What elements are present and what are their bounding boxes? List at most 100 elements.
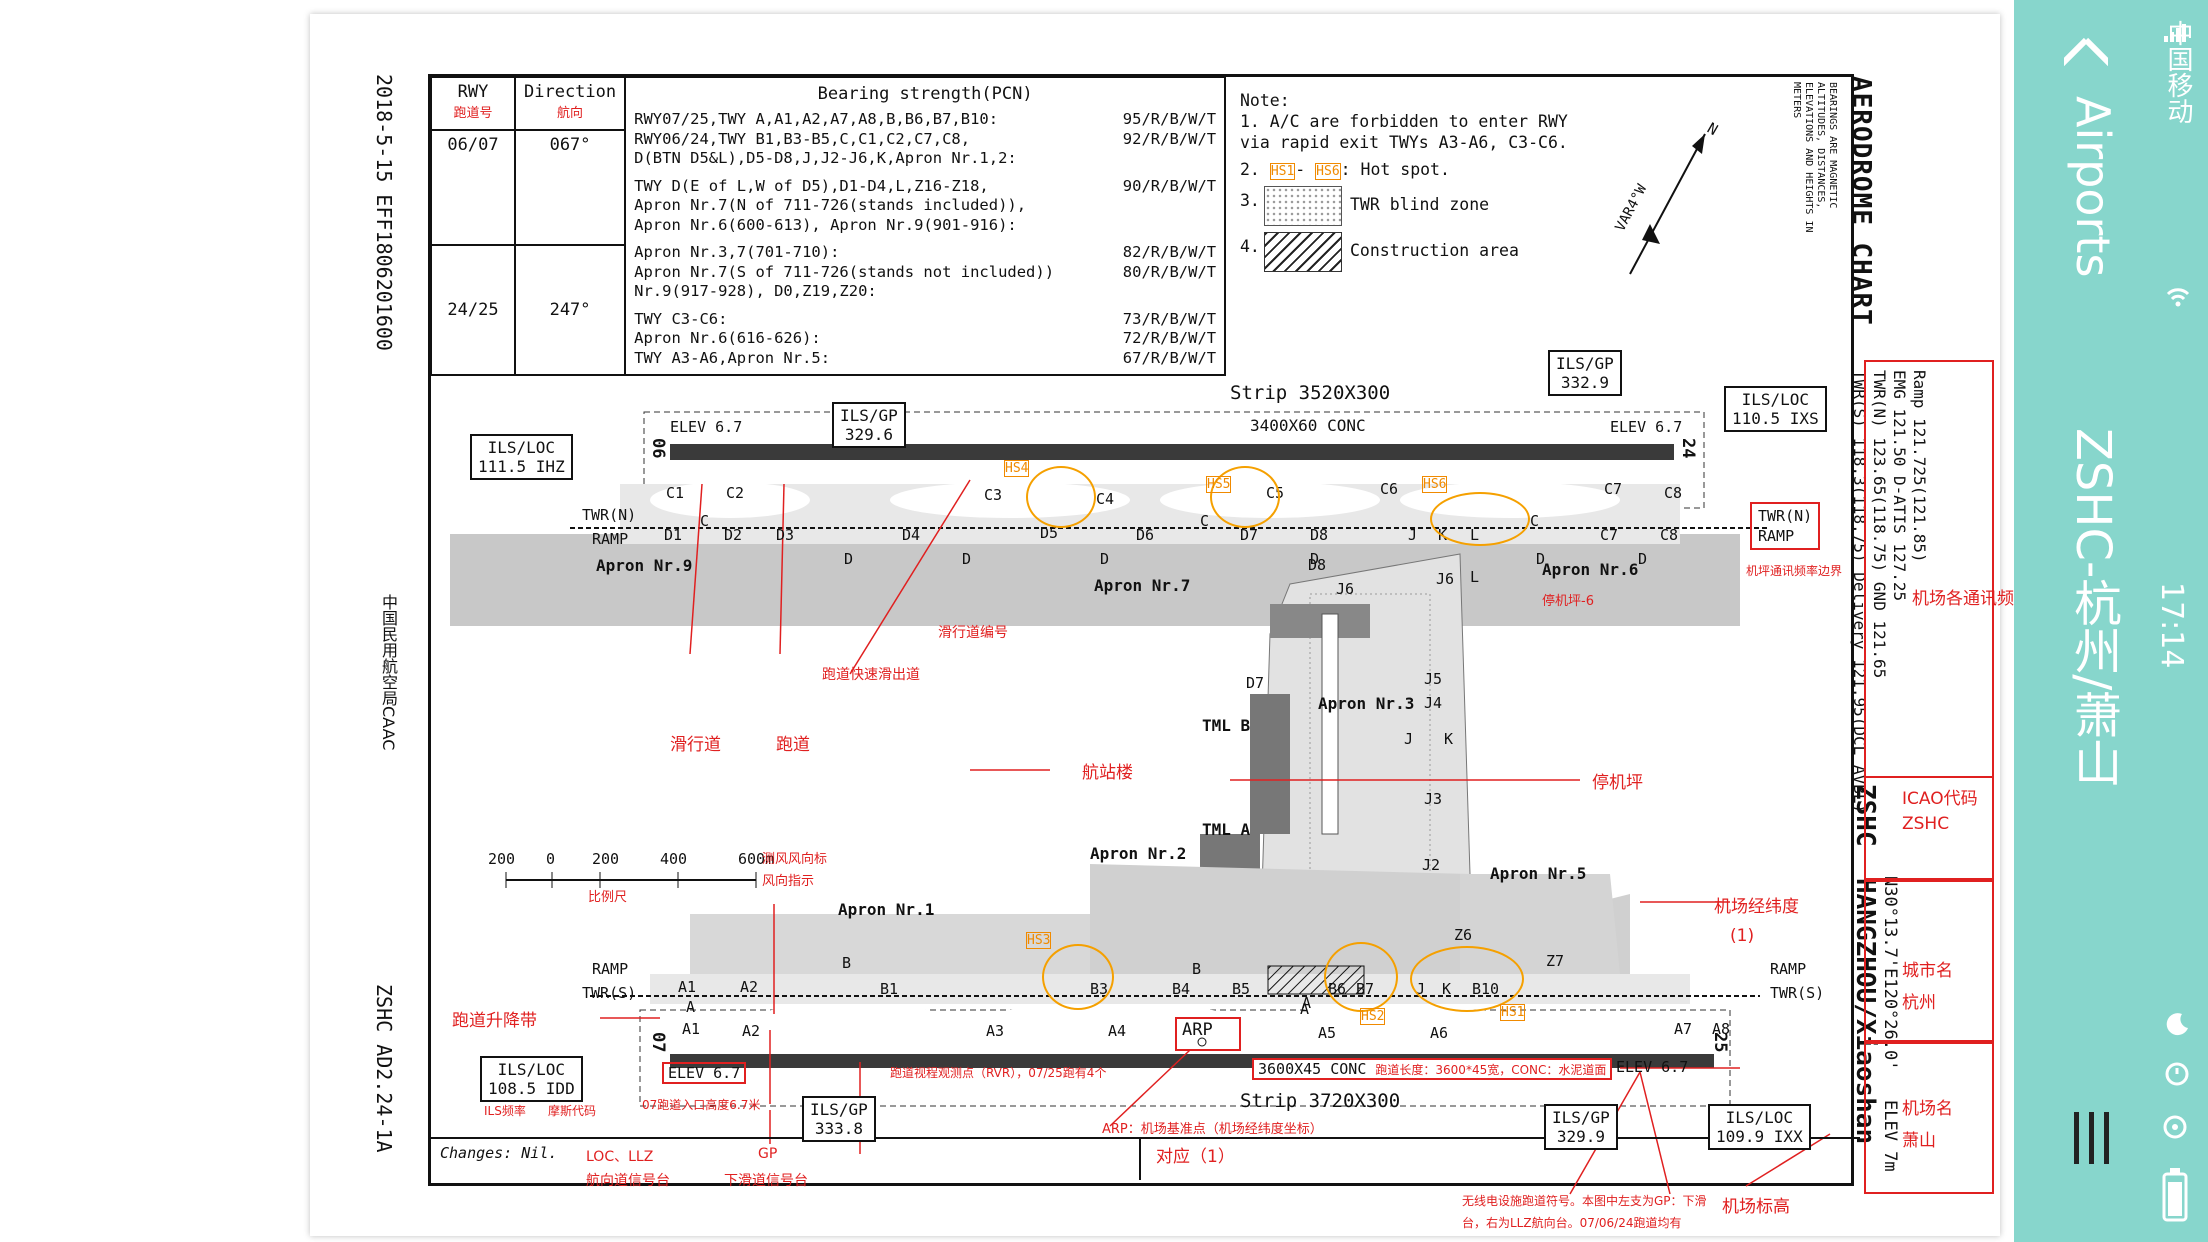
scale-label: 比例尺	[588, 890, 628, 905]
freq-ramp: Ramp 121.725(121.85)	[1910, 370, 1929, 563]
chart-doc-id: ZSHC AD2.24-1A	[372, 984, 396, 1153]
taxiway-label: C1	[666, 484, 685, 502]
pcn-rwy-0607: 06/07	[430, 129, 516, 246]
signal-icon	[2164, 20, 2186, 42]
pcn-line-text: TWY D(E of L,W of D5),D1-D4,L,Z16-Z18,	[634, 176, 989, 195]
taxiway-label: D	[1100, 550, 1110, 568]
taxiway-label: A	[686, 998, 696, 1016]
ilsloc-ihz-val: 111.5 IHZ	[478, 457, 565, 476]
annot-runway: 跑道	[776, 735, 810, 755]
annot-latlon-num: (1)	[1730, 926, 1755, 946]
tml-b-label: TML B	[1202, 716, 1251, 735]
freq-twr-n: TWR(N) 123.65(118.75) GND 121.65	[1870, 370, 1889, 679]
taxiway-label: B4	[1172, 980, 1191, 998]
annot-morse: 摩斯代码	[548, 1104, 597, 1118]
rwy-top-dims: 3400X60 CONC	[1250, 416, 1366, 435]
annot-city: 城市名	[1902, 961, 1953, 981]
taxiway-label: A2	[742, 1022, 761, 1040]
apron-nr2: Apron Nr.2	[1090, 844, 1187, 863]
rwy-07: 07	[648, 1032, 668, 1053]
taxiway-label: A5	[1318, 1024, 1337, 1042]
hotspot-b6b7	[1324, 942, 1398, 1012]
ilsloc-ihz-head: ILS/LOC	[487, 438, 556, 457]
caac-label: 中国民用航空局CAAC	[379, 594, 398, 751]
taxiway-label: A	[1302, 994, 1312, 1012]
pcn-line-text: Apron Nr.6(616-626):	[634, 329, 821, 347]
taxiway-label: A8	[1712, 1020, 1731, 1038]
alarm-icon	[2162, 1058, 2192, 1092]
taxiway-label: A	[1300, 1000, 1310, 1018]
pcn-line-value: 72/R/B/W/T	[1122, 329, 1217, 347]
taxiway-label: D7	[1240, 526, 1259, 544]
apron-nr1: Apron Nr.1	[838, 900, 935, 919]
hs6-label: HS6	[1422, 476, 1448, 493]
terminal-b-top	[1270, 604, 1370, 638]
hotspot-jk-b10	[1410, 946, 1524, 1012]
taxiway-label: A7	[1674, 1020, 1693, 1038]
ramp-right: RAMP	[1758, 527, 1795, 545]
back-button[interactable]: Airports	[2066, 96, 2120, 278]
pcn-line-value: 67/R/B/W/T	[1122, 348, 1217, 367]
arp-label: ARP	[1182, 1020, 1213, 1040]
note-3-text: TWR blind zone	[1350, 195, 1490, 214]
taxiway-label: J6	[1336, 580, 1355, 598]
taxiway-label: C6	[1380, 480, 1399, 498]
pcn-line-text: Apron Nr.6(600-613), Apron Nr.9(901-916)…	[634, 215, 1017, 234]
rwy-bottom-note: 跑道长度：3600*45宽，CONC：水泥道面	[1375, 1063, 1607, 1077]
rwy-24: 24	[1678, 438, 1698, 459]
taxiway-label: C8	[1660, 526, 1679, 544]
moon-icon	[2164, 1010, 2192, 1042]
notes-block: Note: 1. A/C are forbidden to enter RWY …	[1240, 90, 1568, 276]
taxiway-label: D8	[1310, 526, 1329, 544]
taxiway-label: K	[1444, 730, 1454, 748]
app-sidebar: 中国移动 17:14 Airports ZSHC-杭州/萧山	[2014, 0, 2208, 1242]
apron-nr5: Apron Nr.5	[1490, 864, 1587, 883]
pcn-line-text: Apron Nr.7(S of 711-726(stands not inclu…	[634, 262, 1055, 281]
hotspot-jkl	[1430, 492, 1530, 546]
apron-nr7: Apron Nr.7	[1094, 576, 1191, 595]
pcn-line-text: D(BTN D5&L),D5-D8,J,J2-J6,K,Apron Nr.1,2…	[634, 149, 1017, 167]
aerodrome-chart-sheet[interactable]: 2018-5-15 EFF1806201600 中国民用航空局CAAC ZSHC…	[310, 14, 2031, 1236]
ilsloc-ixs-head: ILS/LOC	[1741, 390, 1810, 409]
note-2-text: : Hot spot.	[1340, 160, 1450, 179]
taxiway-label: Z6	[1454, 926, 1473, 944]
hs4-label: HS4	[1004, 460, 1030, 477]
menu-icon[interactable]	[2070, 1110, 2114, 1170]
pcn-line-text: RWY07/25,TWY A,A1,A2,A7,A8,B,B6,B7,B10:	[634, 110, 999, 128]
notes-head: Note:	[1240, 91, 1290, 110]
annot-apron6: 停机坪-6	[1542, 594, 1594, 609]
taxiway-label: J4	[1424, 694, 1443, 712]
scale-tick-label: 0	[546, 850, 556, 868]
ilsgp-top-val: 329.6	[844, 425, 893, 444]
annot-rvr: 跑道视程观测点（RVR），07/25跑有4个	[890, 1066, 1107, 1080]
pcn-line: D(BTN D5&L),D5-D8,J,J2-J6,K,Apron Nr.1,2…	[634, 149, 1216, 169]
ilsloc-ixs-val: 110.5 IXS	[1732, 409, 1819, 428]
scale-tick-label: 400	[660, 850, 688, 868]
annot-rwy-landing: 跑道升降带	[452, 1011, 537, 1031]
ramp-n-label: RAMP	[592, 530, 629, 548]
back-chevron-icon[interactable]	[2059, 22, 2113, 86]
chart-date: 2018-5-15 EFF1806201600	[372, 74, 396, 351]
taxiway-label: C8	[1664, 484, 1683, 502]
annot-counterpart: 对应（1）	[1156, 1147, 1235, 1167]
note-dash: -	[1295, 160, 1306, 179]
hs5-label: HS5	[1206, 476, 1232, 493]
pcn-line-text: RWY06/24,TWY B1,B3-B5,C,C1,C2,C7,C8,	[634, 129, 971, 148]
hs1-label: HS1	[1500, 1004, 1526, 1021]
annot-wireless-a: 无线电设施跑道符号。本图中左支为GP：下滑	[1462, 1194, 1707, 1208]
elev-tr: ELEV 6.7	[1610, 418, 1683, 436]
note-4-num: 4.	[1240, 237, 1260, 256]
annot-icao: ICAO代码	[1902, 789, 1978, 809]
construction-swatch	[1264, 232, 1342, 272]
annot-loc-llz: LOC、LLZ	[586, 1149, 654, 1165]
pcn-line-text: Apron Nr.7(N of 711-726(stands included)…	[634, 196, 1027, 214]
taxiway-label: D1	[664, 526, 683, 544]
taxiway-label: J	[1408, 526, 1418, 544]
taxiway-label: D5	[1040, 524, 1059, 542]
north-apron-band	[450, 534, 1740, 626]
location-icon	[2160, 1112, 2190, 1146]
note-4-text: Construction area	[1350, 241, 1519, 260]
elev-tl: ELEV 6.7	[670, 418, 743, 436]
